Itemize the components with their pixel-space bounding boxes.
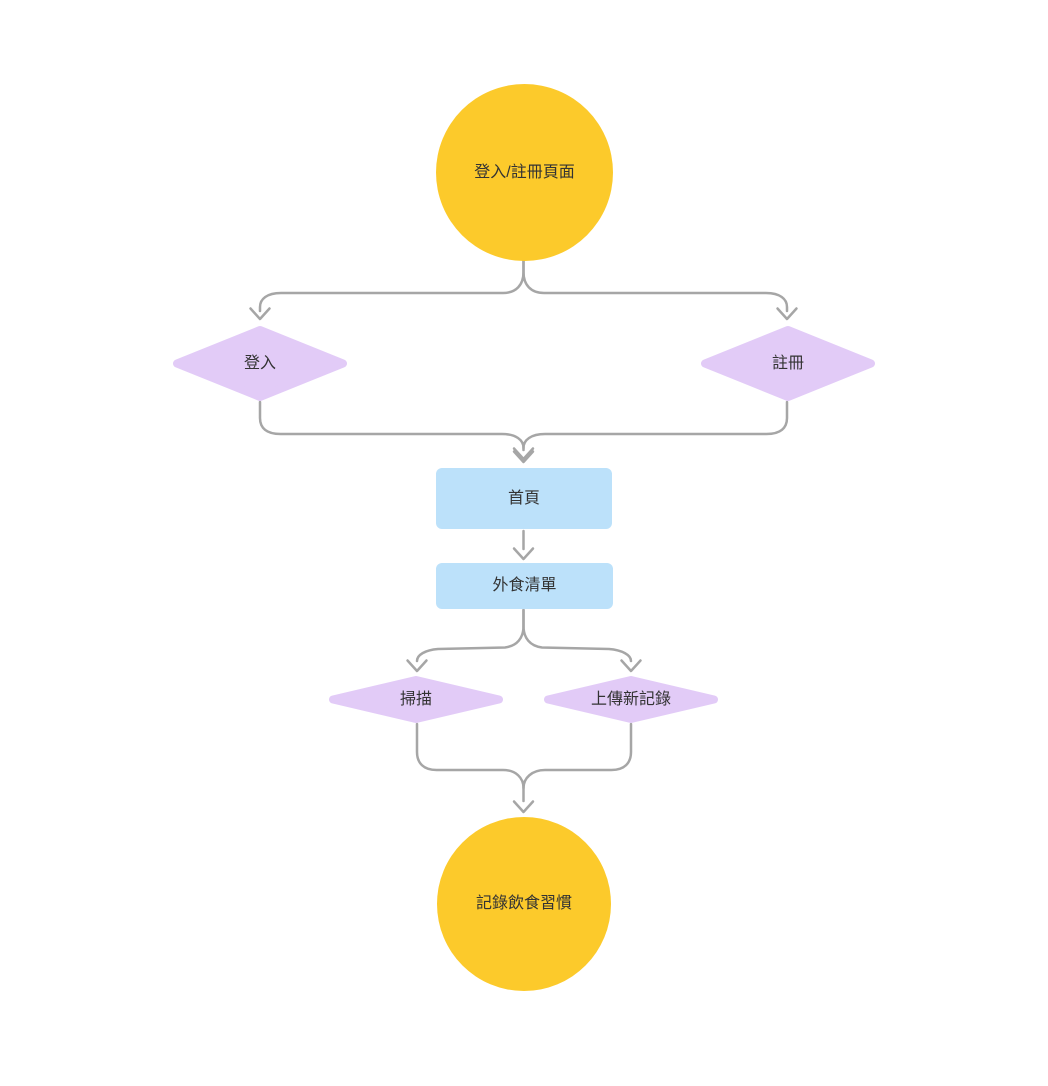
arrowhead-icon	[512, 800, 535, 814]
node-label: 登入/註冊頁面	[474, 163, 575, 181]
diamond-shape-icon	[173, 326, 347, 401]
diamond-shape-icon	[329, 676, 503, 723]
edge-scan-record	[415, 722, 535, 814]
node-label: 掃描	[399, 690, 432, 708]
node-register[interactable]: 註冊	[699, 325, 877, 402]
node-label: 外食清單	[492, 577, 557, 595]
edge-list-scan	[406, 608, 525, 673]
diamond-shape-icon	[544, 676, 718, 723]
edge-start-login	[249, 258, 525, 321]
node-scan[interactable]: 掃描	[327, 675, 505, 724]
node-dining-out-list[interactable]: 外食清單	[436, 563, 613, 609]
edge-home-list	[512, 529, 535, 561]
edge-start-register	[522, 258, 798, 321]
node-login-register-page[interactable]: 登入/註冊頁面	[436, 84, 613, 261]
edge-upload-record	[522, 722, 633, 790]
node-label: 登入	[243, 354, 276, 372]
node-record-eating-habits[interactable]: 記錄飲食習慣	[437, 817, 611, 991]
arrowhead-icon	[512, 447, 535, 461]
diamond-shape-icon	[701, 326, 875, 401]
edge-login-home	[258, 400, 535, 461]
node-home[interactable]: 首頁	[436, 468, 612, 529]
arrowhead-icon	[776, 307, 798, 321]
node-label: 上傳新記錄	[590, 690, 671, 708]
edge-register-home	[512, 400, 789, 464]
node-upload-new-record[interactable]: 上傳新記錄	[542, 675, 720, 724]
arrowhead-icon	[249, 307, 271, 321]
arrowhead-icon	[620, 659, 642, 673]
edge-list-upload	[522, 608, 642, 673]
node-label: 註冊	[771, 354, 804, 372]
node-login[interactable]: 登入	[171, 325, 349, 402]
arrowhead-icon	[512, 450, 535, 464]
arrowhead-icon	[512, 547, 535, 561]
arrowhead-icon	[406, 659, 428, 673]
node-label: 記錄飲食習慣	[475, 895, 572, 913]
node-label: 首頁	[507, 489, 540, 507]
